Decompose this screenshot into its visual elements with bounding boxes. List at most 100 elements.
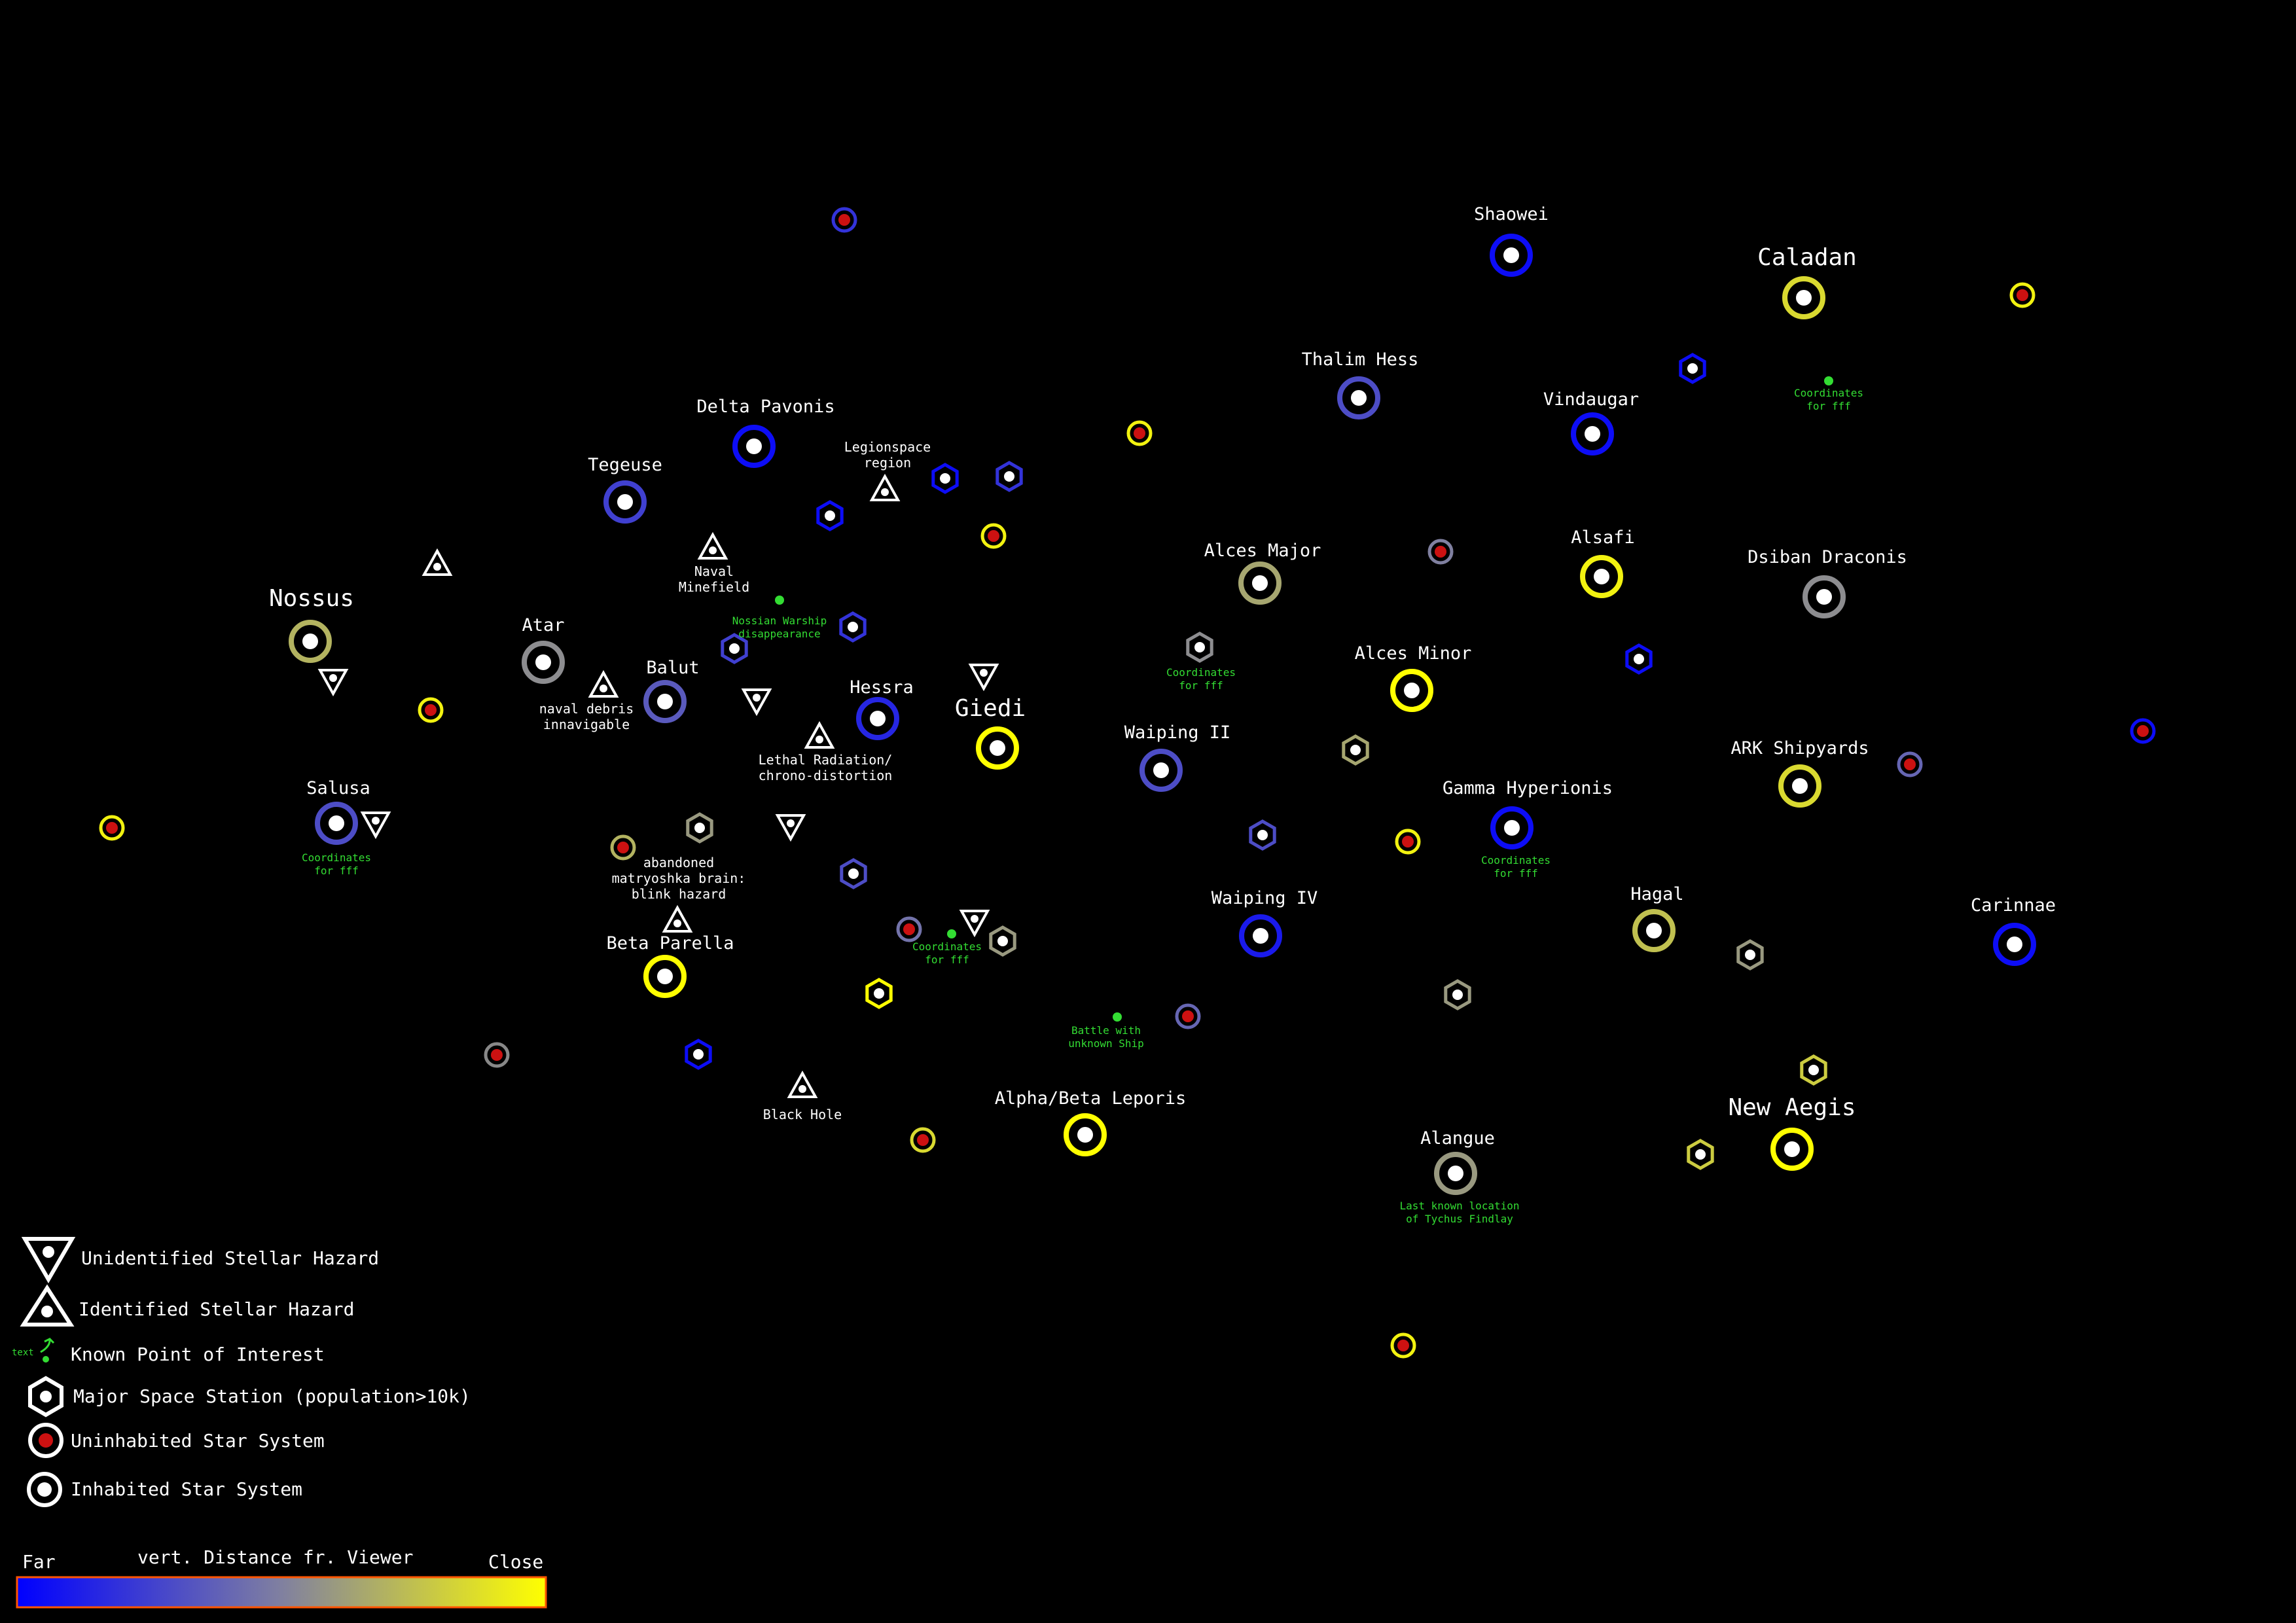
space-station[interactable] <box>721 633 748 664</box>
inhabited-system[interactable]: Tegeuse <box>588 455 662 524</box>
hazard-triangle <box>662 904 693 933</box>
hazard-core <box>709 546 717 554</box>
uninhabited-system[interactable] <box>910 1127 936 1153</box>
space-station[interactable] <box>1736 939 1764 971</box>
identified-hazard[interactable]: Lethal Radiation/chrono-distortion <box>759 721 893 783</box>
inhabited-system[interactable]: Gamma Hyperionis <box>1443 778 1613 849</box>
unidentified-hazard[interactable] <box>775 814 806 842</box>
space-station[interactable] <box>1444 979 1471 1010</box>
space-station[interactable] <box>989 925 1016 957</box>
inhabited-system[interactable]: Shaowei <box>1474 204 1549 277</box>
space-station[interactable] <box>1687 1139 1714 1170</box>
unidentified-hazard[interactable] <box>959 910 990 938</box>
system-core <box>1077 1127 1093 1143</box>
space-station[interactable] <box>1186 632 1213 663</box>
inhabited-system[interactable]: Hessra <box>850 677 914 740</box>
inhabited-system[interactable]: Nossus <box>269 585 354 663</box>
uninhabited-system[interactable] <box>1395 829 1421 855</box>
unidentified-hazard[interactable] <box>317 669 349 697</box>
uninhabited-system[interactable] <box>610 834 636 861</box>
inhabited-system[interactable]: Hagal <box>1630 884 1684 952</box>
system-ring <box>522 641 565 684</box>
space-station[interactable] <box>996 461 1023 492</box>
inhabited-system[interactable]: Vindaugar <box>1543 389 1639 455</box>
unidentified-hazard[interactable] <box>360 812 391 840</box>
unidentified-hazard[interactable] <box>968 664 999 692</box>
inhabited-system[interactable]: Caladan <box>1757 244 1857 319</box>
identified-hazard[interactable] <box>422 548 453 576</box>
uninhabited-system[interactable] <box>1126 420 1153 446</box>
space-station[interactable] <box>840 858 867 889</box>
space-station[interactable] <box>1625 643 1653 675</box>
inhabited-system[interactable]: ARK Shipyards <box>1731 738 1869 808</box>
inhabited-system[interactable]: Balut <box>643 658 700 723</box>
system-core <box>1402 836 1414 847</box>
hazard-core <box>798 1085 806 1093</box>
system-name: New Aegis <box>1728 1094 1856 1121</box>
space-station[interactable] <box>816 500 844 531</box>
uninhabited-system[interactable] <box>418 697 444 723</box>
station-hexagon <box>816 500 844 531</box>
space-station[interactable] <box>1800 1054 1827 1086</box>
system-ring <box>1395 829 1421 855</box>
space-station[interactable] <box>931 463 959 494</box>
space-station[interactable] <box>685 1039 712 1070</box>
inhabited-system[interactable]: Atar <box>522 615 565 684</box>
unidentified-hazard[interactable] <box>741 688 772 717</box>
uninhabited-system[interactable] <box>99 815 125 841</box>
inhabited-system[interactable]: Alsafi <box>1571 527 1635 598</box>
space-station[interactable] <box>1249 819 1276 851</box>
inhabited-system[interactable]: Alces Minor <box>1355 643 1472 712</box>
uninhabited-system[interactable] <box>896 916 922 942</box>
identified-hazard[interactable]: Black Hole <box>763 1070 842 1122</box>
station-hexagon <box>839 611 867 643</box>
space-station[interactable] <box>1342 734 1369 766</box>
space-station[interactable] <box>865 978 893 1009</box>
system-name: Dsiban Draconis <box>1748 547 1907 567</box>
inhabited-system[interactable]: Giedi <box>955 695 1026 770</box>
inhabited-system[interactable]: Beta Parella <box>606 933 734 998</box>
space-station[interactable] <box>1679 353 1706 384</box>
uninhabited-system[interactable] <box>2130 718 2156 744</box>
uninhabited-system[interactable] <box>831 207 857 233</box>
inhabited-system[interactable]: Alces Major <box>1204 541 1321 605</box>
station-hexagon <box>996 461 1023 492</box>
inhabited-system[interactable]: Waiping IV <box>1211 888 1318 957</box>
uninhabited-system[interactable] <box>1427 539 1454 565</box>
inhabited-system[interactable]: Dsiban Draconis <box>1748 547 1907 618</box>
uninhabited-system[interactable] <box>980 523 1007 549</box>
space-station[interactable] <box>686 812 713 844</box>
inhabited-system[interactable]: Alangue <box>1420 1128 1495 1195</box>
system-ring <box>484 1042 510 1068</box>
legend-uninhabited-label: Uninhabited Star System <box>71 1430 325 1452</box>
inhabited-system[interactable]: Salusa <box>306 778 370 845</box>
inhabited-system[interactable]: Waiping II <box>1124 722 1231 792</box>
uninhabited-system[interactable] <box>2009 282 2036 308</box>
station-core <box>694 823 705 833</box>
uninhabited-system[interactable] <box>1390 1332 1416 1359</box>
inhabited-system[interactable]: Thalim Hess <box>1302 349 1419 419</box>
uninhabited-system[interactable] <box>1175 1003 1201 1029</box>
inhabited-system[interactable]: New Aegis <box>1728 1094 1856 1171</box>
uninhabited-system[interactable] <box>484 1042 510 1068</box>
distance-scale: Far vert. Distance fr. Viewer Close <box>16 1546 547 1609</box>
station-core <box>874 988 884 999</box>
uninhabited-system[interactable] <box>1897 751 1923 777</box>
inhabited-system[interactable]: Carinnae <box>1971 895 2056 966</box>
inhabited-system[interactable]: Delta Pavonis <box>696 397 835 468</box>
station-core <box>1745 950 1755 960</box>
inhabited-system[interactable]: Alpha/Beta Leporis <box>995 1088 1187 1156</box>
space-station[interactable] <box>839 611 867 643</box>
